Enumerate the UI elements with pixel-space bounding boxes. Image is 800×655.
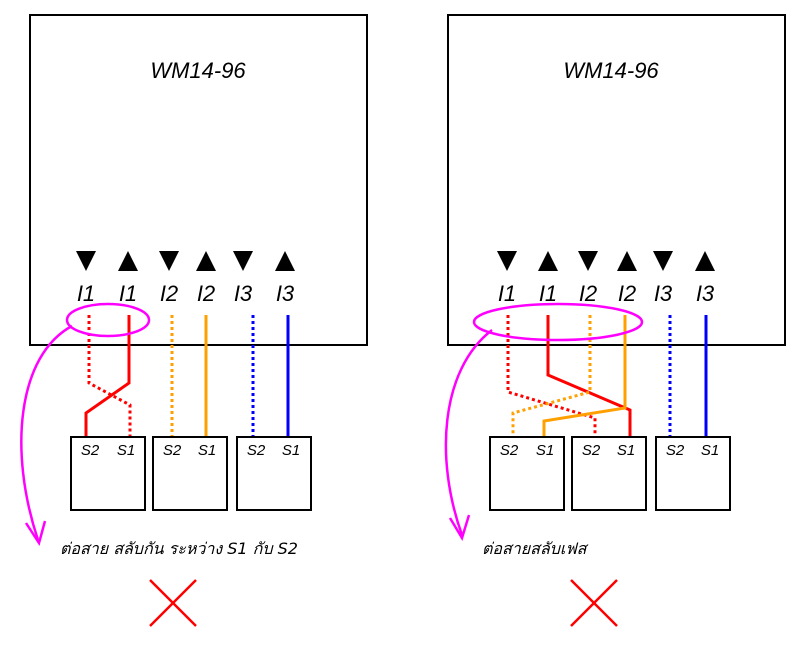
callout-arrowhead-icon [448,514,471,542]
arrow-down-icon [159,251,179,271]
caption: ต่อสายสลับเฟส [482,539,589,558]
ct-block [489,436,565,511]
terminal-label: I3 [696,281,715,306]
arrow-up-icon [695,251,715,271]
wire-phase1-solid [84,315,131,438]
ct-terminal-s2: S2 [81,442,100,459]
wire-phase2-dotted [511,315,592,438]
arrow-down-icon [233,251,253,271]
arrow-up-icon [196,251,216,271]
terminal-label: I2 [618,281,636,306]
ct-terminal-s1: S1 [282,442,300,459]
terminal-label: I1 [539,281,557,306]
ct-block [236,436,312,511]
arrow-up-icon [538,251,558,271]
ct-terminal-s2: S2 [666,442,685,459]
ct-block [571,436,647,511]
cross-icon [570,579,618,627]
highlight-ellipse [472,302,644,342]
terminal-label: I3 [276,281,295,306]
highlight-ellipse [65,302,151,338]
terminal-label: I1 [77,281,95,306]
callout-arrow [20,324,73,541]
callout-arrowhead-icon [24,520,47,547]
arrow-up-icon [617,251,637,271]
device-name: WM14-96 [563,58,659,83]
wire-phase1-dotted [506,315,597,438]
ct-terminal-s1: S1 [701,442,719,459]
ct-terminal-s1: S1 [617,442,635,459]
arrow-up-icon [118,251,138,271]
ct-terminal-s1: S1 [117,442,135,459]
ct-terminal-s2: S2 [500,442,519,459]
terminal-label: I2 [197,281,215,306]
device-name: WM14-96 [150,58,246,83]
terminal-label: I1 [119,281,137,306]
ct-terminal-s1: S1 [198,442,216,459]
terminal-label: I3 [234,281,253,306]
ct-terminal-s2: S2 [582,442,601,459]
meter-box [447,14,786,346]
right-panel: WM14-96 I1 I1 I2 I2 I3 I3 S2 S1 S2 S1 S2… [444,14,786,627]
terminal-label: I1 [498,281,516,306]
terminal-label: I3 [654,281,673,306]
ct-terminal-s2: S2 [163,442,182,459]
arrow-up-icon [275,251,295,271]
callout-arrow [444,329,493,536]
arrow-down-icon [497,251,517,271]
ct-block [152,436,228,511]
ct-terminal-s1: S1 [536,442,554,459]
arrow-down-icon [578,251,598,271]
ct-terminal-s2: S2 [247,442,266,459]
terminal-label: I2 [160,281,178,306]
caption: ต่อสาย สลับกัน ระหว่าง S1 กับ S2 [60,539,298,558]
arrow-down-icon [76,251,96,271]
left-panel: WM14-96 I1 I1 I2 I2 I3 I3 S2 S1 S2 S1 S2 [20,14,368,627]
ct-block [70,436,146,511]
arrow-down-icon [653,251,673,271]
wire-phase1-dotted [87,315,132,438]
terminal-label: I2 [579,281,597,306]
meter-box [29,14,368,346]
cross-icon [149,579,197,627]
wire-phase2-solid [542,315,627,438]
ct-block [655,436,731,511]
